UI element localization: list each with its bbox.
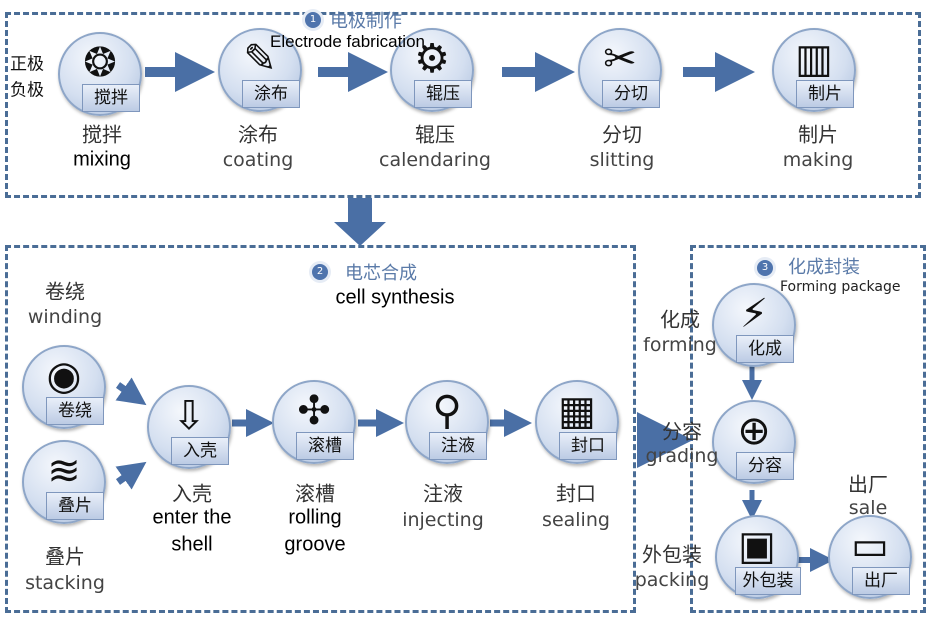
step-label-zh: 注液 <box>423 481 463 506</box>
step-label-en: groove <box>284 533 346 556</box>
step-label-en: shell <box>171 533 213 556</box>
section-title-en: cell synthesis <box>335 286 455 309</box>
down-arrow <box>334 198 386 246</box>
step-label-en: calendaring <box>379 149 491 171</box>
process-node-winding: ◉卷绕 <box>22 345 106 429</box>
battery-charging-icon: ▭ <box>851 523 889 569</box>
node-badge: 封口 <box>559 432 617 460</box>
step-label-en: making <box>782 149 854 171</box>
step-label-en: enter the <box>152 506 232 529</box>
electrode-type-negative: 负极 <box>10 80 44 101</box>
arrow <box>115 377 147 406</box>
section-electrode-fabrication <box>5 12 921 198</box>
process-node-coating: ✎涂布 <box>218 28 302 112</box>
node-badge: 卷绕 <box>46 397 104 425</box>
step-label-en: mixing <box>73 148 131 171</box>
inbox-icon: ⇩ <box>172 393 206 439</box>
roll-icon: ◉ <box>46 353 82 399</box>
node-badge: 入壳 <box>171 437 229 465</box>
node-badge: 出厂 <box>852 567 910 595</box>
section-title-en: Forming package <box>780 279 901 295</box>
step-label-en: slitting <box>589 149 655 171</box>
process-node-calendaring: ⚙辊压 <box>390 28 474 112</box>
node-badge: 注液 <box>429 432 487 460</box>
zoom-in-icon: ⊕ <box>737 408 771 454</box>
step-label-en: coating <box>222 149 294 171</box>
process-node-mixing: ❂搅拌 <box>58 32 142 116</box>
lightning-icon: ⚡ <box>739 291 769 337</box>
process-node-enter-the-shell: ⇩入壳 <box>147 385 231 469</box>
node-badge: 涂布 <box>242 80 300 108</box>
step-label-zh: 化成 <box>660 307 700 332</box>
node-badge: 分容 <box>736 452 794 480</box>
section-number: 1 <box>305 12 321 28</box>
gears-icon: ⚙ <box>414 36 450 82</box>
layers-icon: ≋ <box>47 448 81 494</box>
section-cell-synthesis <box>5 245 636 613</box>
section-number: 2 <box>312 264 328 280</box>
section-title-en: Electrode fabrication <box>270 32 425 51</box>
node-badge: 外包装 <box>735 567 801 595</box>
step-label-zh: 搅拌 <box>82 122 122 147</box>
section-title-zh: 电芯合成 <box>345 263 417 284</box>
building-icon: ▥ <box>795 36 833 82</box>
step-label-zh: 封口 <box>556 481 596 506</box>
node-badge: 滚槽 <box>296 432 354 460</box>
process-node-injecting: ⚲注液 <box>405 380 489 464</box>
step-label-zh: 辊压 <box>415 122 455 147</box>
trash-icon: ▦ <box>558 388 596 434</box>
process-node-making: ▥制片 <box>772 28 856 112</box>
step-label-zh: 叠片 <box>45 544 85 569</box>
brush-icon: ✎ <box>243 36 277 82</box>
step-label-en: stacking <box>25 572 105 594</box>
step-label-en: sealing <box>542 509 610 531</box>
step-label-en: winding <box>27 306 103 328</box>
step-label-zh: 卷绕 <box>45 279 85 304</box>
step-label-en: rolling <box>288 506 342 529</box>
node-badge: 制片 <box>796 80 854 108</box>
process-node-rolling-groove: ✣滚槽 <box>272 380 356 464</box>
step-label-en: packing <box>634 569 710 591</box>
node-badge: 搅拌 <box>82 84 140 112</box>
node-badge: 辊压 <box>414 80 472 108</box>
section-number: 3 <box>757 260 773 276</box>
step-label-zh: 分切 <box>602 122 642 147</box>
process-node-stacking: ≋叠片 <box>22 440 106 524</box>
process-node-grading: ⊕分容 <box>712 400 796 484</box>
step-label-zh: 滚槽 <box>295 481 335 506</box>
process-node-sealing: ▦封口 <box>535 380 619 464</box>
dropper-icon: ⚲ <box>432 388 462 434</box>
step-label-zh: 外包装 <box>642 542 702 567</box>
step-label-en: injecting <box>402 509 484 531</box>
step-label-en: forming <box>643 334 717 356</box>
step-label-en: sale <box>848 497 888 519</box>
electrode-type-positive: 正极 <box>10 54 44 75</box>
process-node-sale: ▭出厂 <box>828 515 912 599</box>
section-title-zh: 电极制作 <box>330 11 402 32</box>
aperture-icon: ❂ <box>83 40 117 86</box>
step-label-zh: 入壳 <box>172 481 212 506</box>
process-node-packing: ▣外包装 <box>715 515 801 599</box>
box-icon: ▣ <box>738 523 776 569</box>
process-node-forming: ⚡化成 <box>712 283 796 367</box>
process-node-slitting: ✂分切 <box>578 28 662 112</box>
step-label-zh: 涂布 <box>238 122 278 147</box>
step-label-en: grading <box>645 445 719 467</box>
step-label-zh: 制片 <box>798 122 838 147</box>
scissors-icon: ✂ <box>603 36 637 82</box>
section-title-zh: 化成封装 <box>788 257 860 278</box>
node-badge: 叠片 <box>46 492 104 520</box>
node-badge: 分切 <box>602 80 660 108</box>
node-badge: 化成 <box>736 335 794 363</box>
step-label-zh: 分容 <box>662 419 702 444</box>
step-label-zh: 出厂 <box>848 472 888 497</box>
puzzle-icon: ✣ <box>297 388 331 434</box>
arrow <box>115 461 147 490</box>
